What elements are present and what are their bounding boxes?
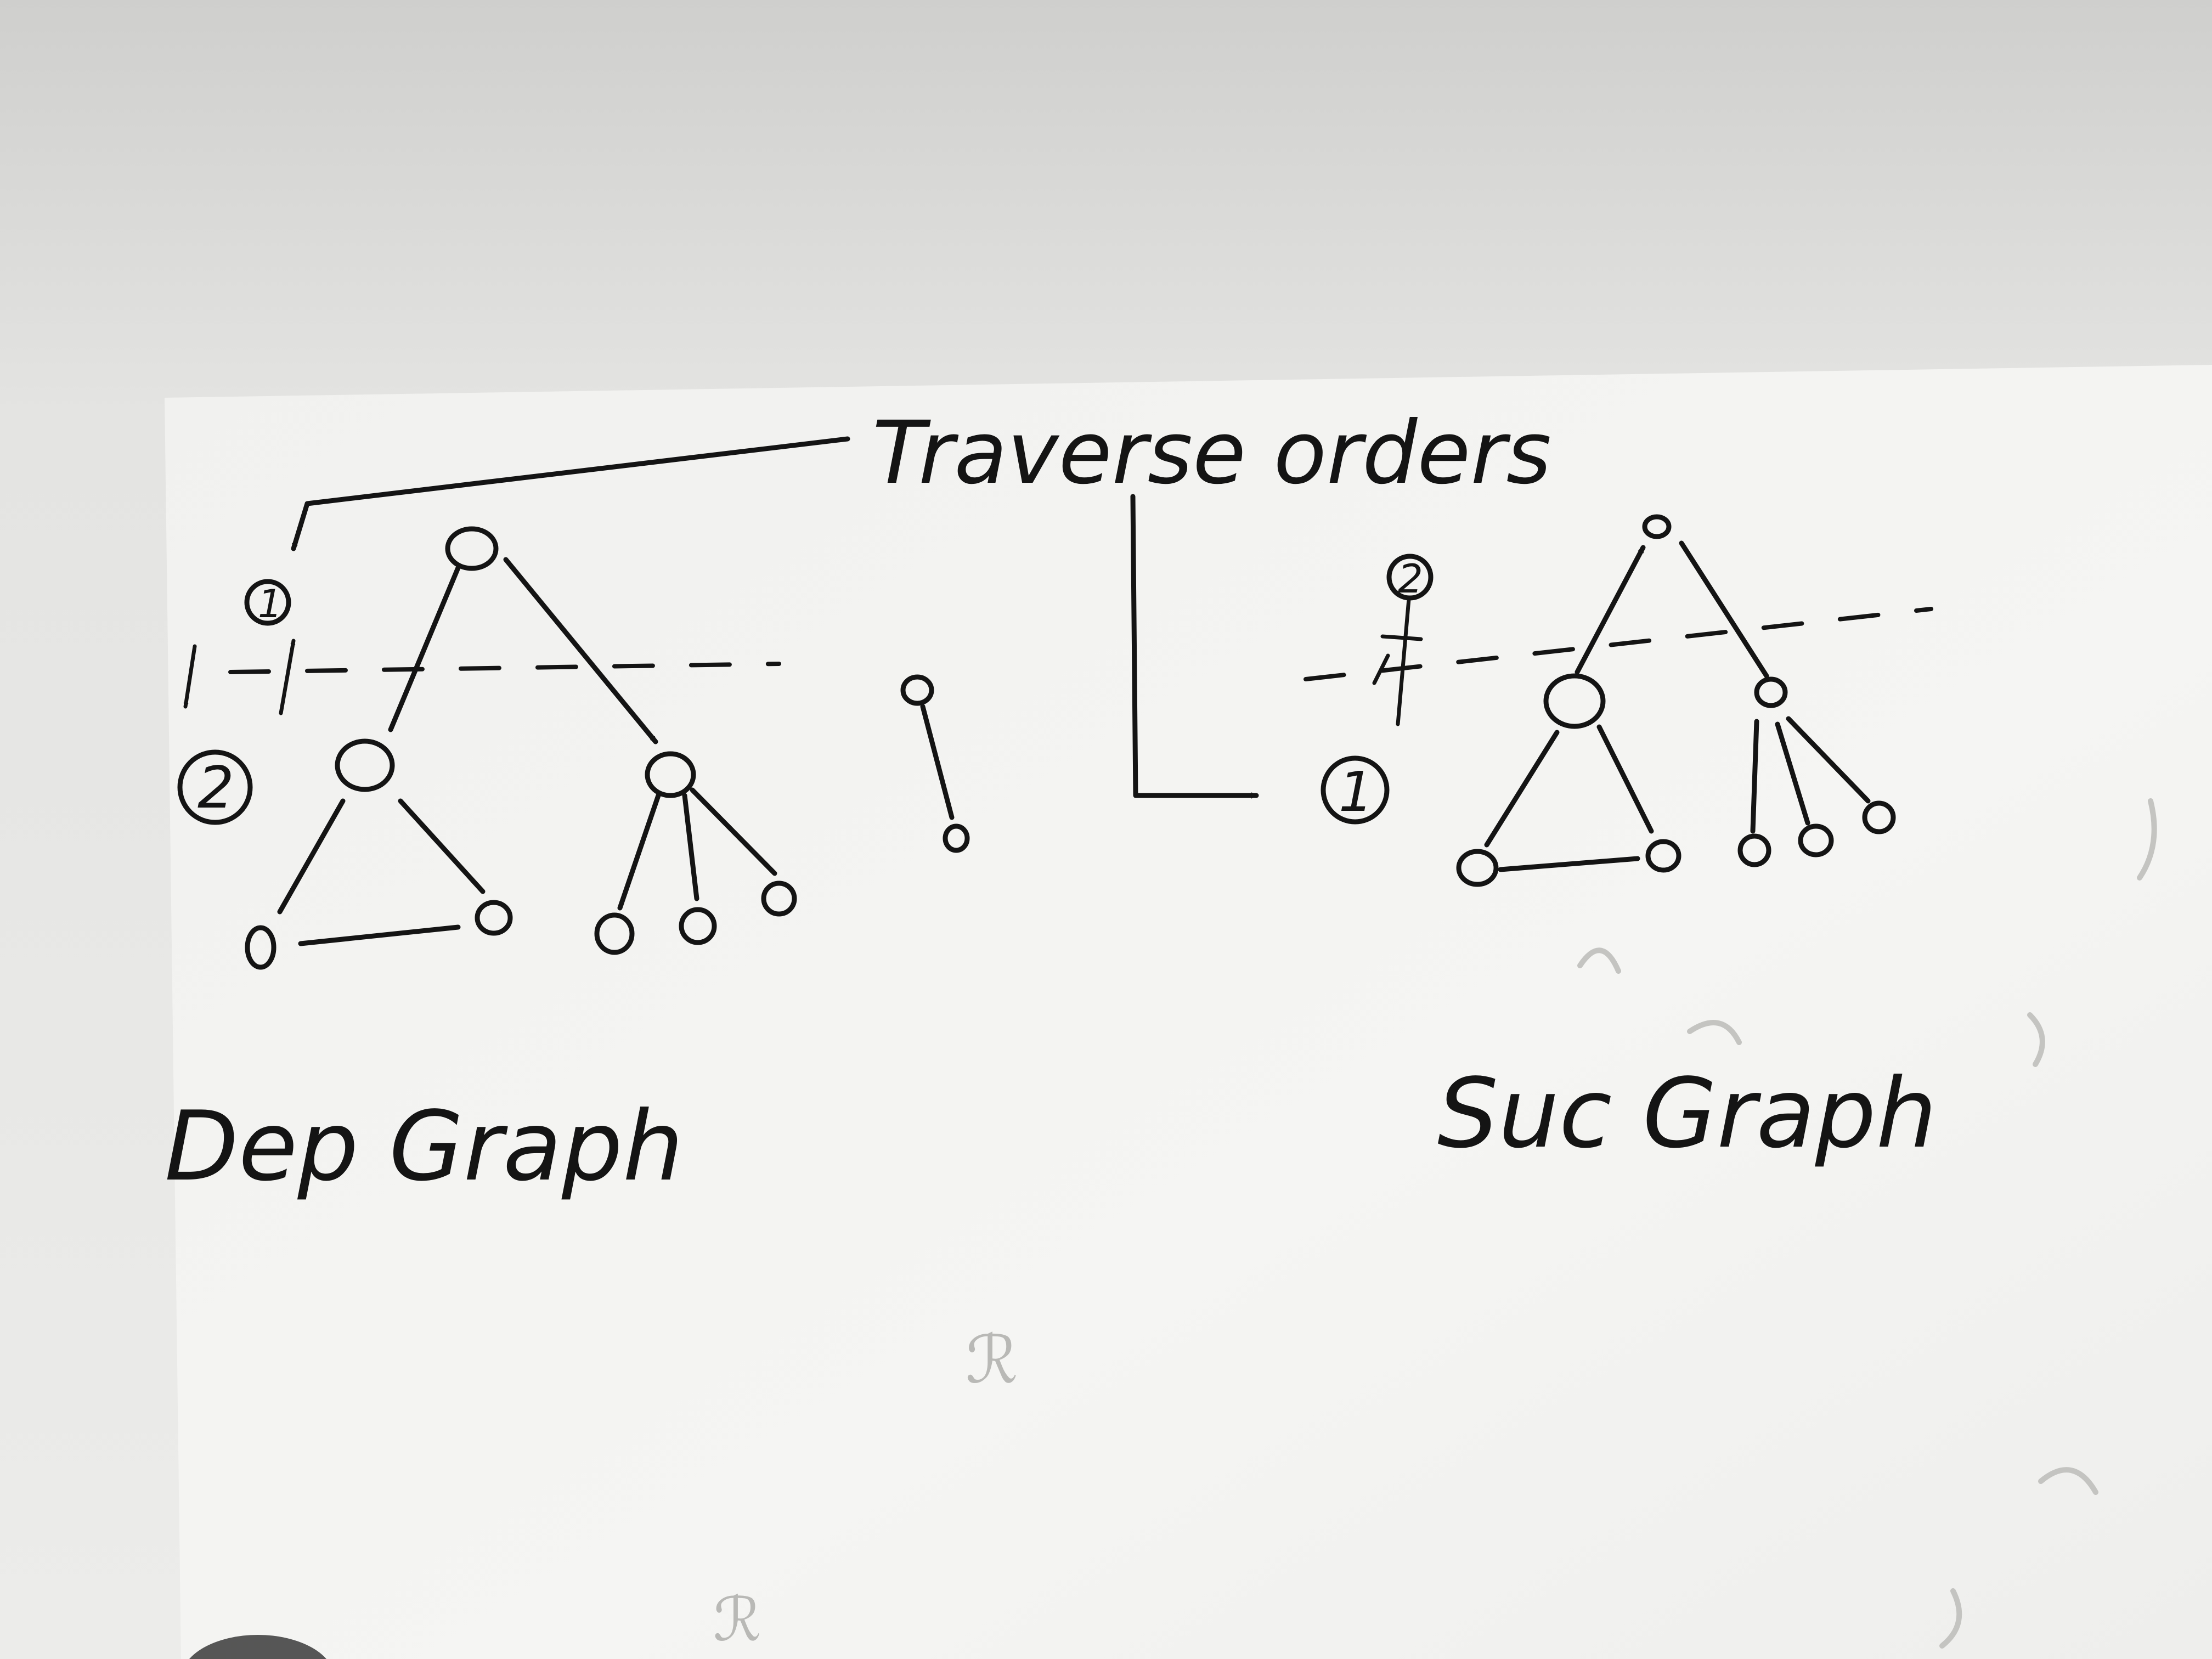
level-divider-left [228, 662, 781, 674]
arrow-to-right-order [1130, 494, 1259, 795]
order-badge-second-label: 2 [198, 754, 234, 821]
isolated-node-top [900, 674, 934, 706]
leaf-node [1862, 800, 1896, 834]
edge [503, 557, 658, 744]
mid-node-right [1754, 676, 1788, 708]
edge [1575, 545, 1646, 675]
edge [1484, 730, 1560, 848]
edge [1750, 719, 1759, 834]
edge [920, 704, 955, 820]
leaf-node [475, 900, 513, 936]
traverse-orders-annotation: Traverse orders [291, 403, 1551, 795]
root-node [445, 526, 499, 571]
order-badge-second [1321, 755, 1390, 825]
order-badge-second-label: 1 [1339, 760, 1374, 824]
svg-text:ℛ: ℛ [966, 1322, 1018, 1398]
root-node [1642, 514, 1672, 539]
edge [277, 798, 346, 915]
leaf-node [1456, 849, 1499, 887]
order-badge-first-label: 2 [1398, 556, 1423, 602]
edge [1775, 721, 1810, 826]
leaf-node [245, 925, 276, 970]
isolated-node-bottom [943, 823, 970, 853]
edge [617, 793, 661, 911]
thumb-shadow [189, 1635, 327, 1659]
dep-graph-label: Dep Graph [165, 1091, 684, 1203]
edge [1679, 540, 1769, 679]
order-badge-first-label: 1 [258, 582, 283, 627]
leaf-node [679, 907, 717, 945]
edge [1596, 724, 1654, 834]
edge [388, 565, 461, 732]
dep-graph: 1 2 Dep Graph [165, 526, 970, 1203]
leaf-node [1645, 839, 1681, 873]
edge [398, 798, 486, 894]
leaf-node [761, 881, 797, 917]
traverse-orders-label: Traverse orders [872, 403, 1551, 504]
leaf-node [1737, 833, 1771, 867]
edge [690, 787, 777, 876]
suc-graph-label: Suc Graph [1437, 1058, 1937, 1170]
mid-node-left [1543, 673, 1606, 729]
svg-text:ℛ: ℛ [713, 1584, 761, 1655]
leaf-node [1798, 823, 1834, 857]
level-divider-right [1304, 607, 1933, 681]
show-through-marks: ℛ ℛ [713, 798, 2157, 1655]
order-badge-second [177, 749, 253, 825]
mid-node-left [335, 738, 395, 792]
edge [682, 793, 699, 901]
suc-graph: 2 1 Suc Graph [1304, 514, 1937, 1170]
mid-node-right [645, 751, 696, 798]
down-arrow-small [183, 644, 197, 709]
paper-sheet [165, 365, 2212, 1659]
up-arrow-small [279, 639, 296, 715]
order-badge-first [244, 579, 291, 626]
edge [1498, 856, 1640, 872]
edge [1786, 716, 1871, 804]
leaf-node [594, 912, 635, 955]
edge [298, 924, 461, 946]
arrow-to-left-order [291, 436, 850, 551]
